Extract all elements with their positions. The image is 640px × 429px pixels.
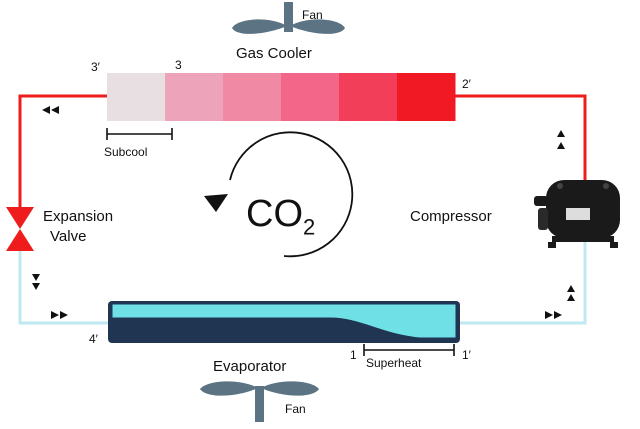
state-point-1prime: 1′ <box>462 348 471 362</box>
cold-pipe-left <box>18 240 108 325</box>
expansion-valve-icon <box>6 207 34 251</box>
state-point-3prime: 3′ <box>91 60 100 74</box>
state-point-2prime: 2′ <box>462 77 471 91</box>
gas-cooler-segment <box>223 73 282 121</box>
superheat-label: Superheat <box>366 356 422 370</box>
flow-arrow-icons <box>32 106 575 319</box>
gas-cooler-segment <box>281 73 340 121</box>
state-point-4prime: 4′ <box>89 332 98 346</box>
cold-pipe-right <box>460 240 587 325</box>
gas-cooler-segment <box>107 73 166 121</box>
gas-cooler-label: Gas Cooler <box>236 45 312 62</box>
gas-cooler-segment <box>397 73 456 121</box>
subcool-label: Subcool <box>104 145 148 159</box>
refrigerant-text: CO <box>246 193 303 235</box>
gas-cooler-segment <box>339 73 398 121</box>
refrigerant-label: CO2 <box>246 195 315 239</box>
compressor-icon <box>534 180 620 248</box>
evaporator <box>108 301 460 343</box>
subcool-bracket <box>106 128 173 140</box>
hot-pipe-right <box>455 94 587 185</box>
top-fan-icon <box>232 2 345 34</box>
top-fan-label: Fan <box>302 8 323 22</box>
bottom-fan-label: Fan <box>285 402 306 416</box>
expansion-valve-label-line2: Valve <box>50 228 87 245</box>
compressor-label: Compressor <box>410 208 492 225</box>
cycle-direction-arrow-icon <box>204 131 354 258</box>
bottom-fan-icon <box>200 381 319 422</box>
expansion-valve-label-line1: Expansion <box>43 208 114 225</box>
evaporator-label: Evaporator <box>213 358 287 375</box>
hot-pipe-left <box>18 94 107 215</box>
gas-cooler-segment <box>165 73 224 121</box>
gas-cooler <box>107 73 456 121</box>
superheat-bracket <box>363 344 455 356</box>
state-point-1: 1 <box>350 348 357 362</box>
state-point-3: 3 <box>175 58 182 72</box>
refrigerant-subscript: 2 <box>303 214 316 240</box>
